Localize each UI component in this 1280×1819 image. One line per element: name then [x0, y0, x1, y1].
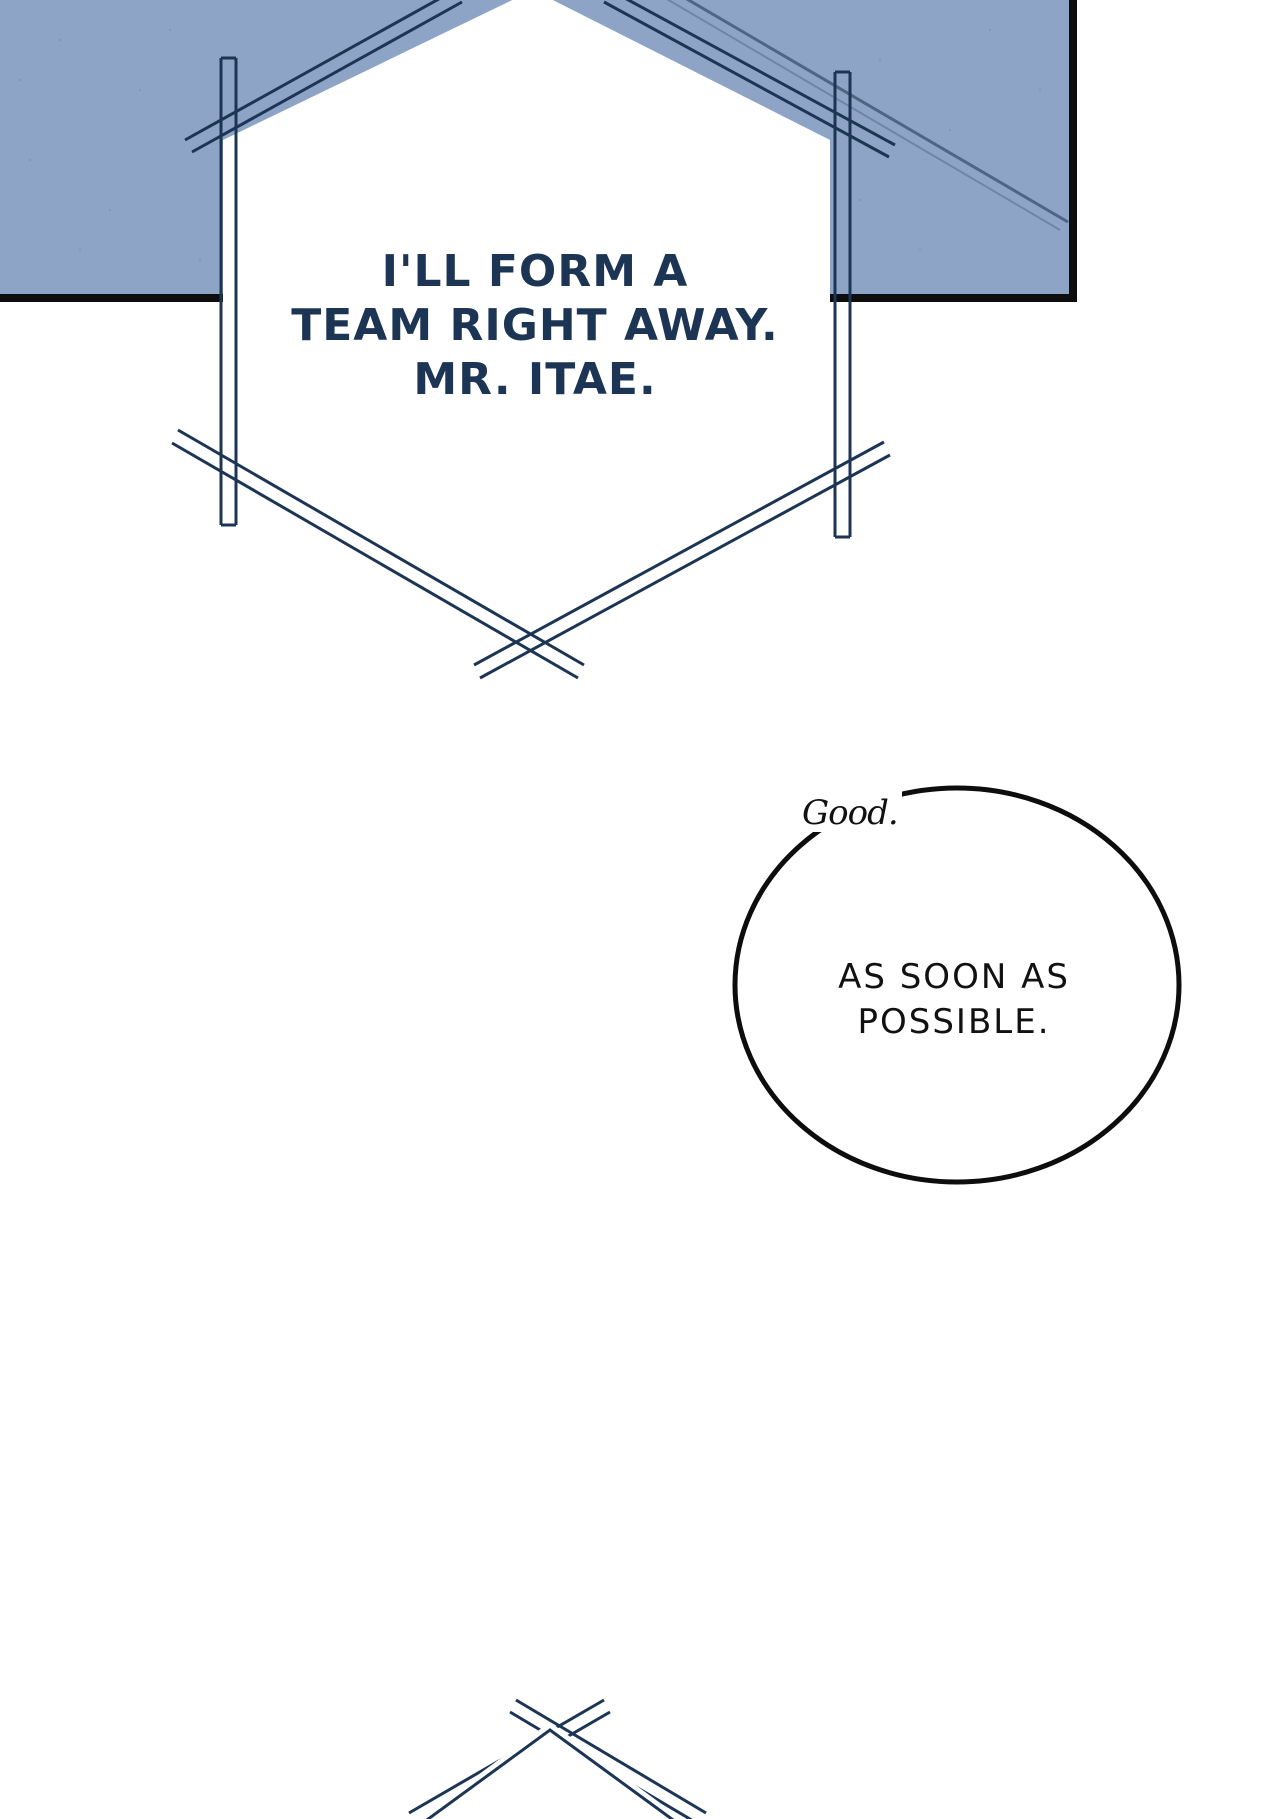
speech-line: AS SOON AS	[838, 957, 1070, 997]
caption-line: I'LL FORM A	[381, 246, 689, 297]
speech-bubble-outline	[732, 785, 1182, 1185]
caption-text: I'LL FORM A TEAM RIGHT AWAY. MR. ITAE.	[255, 245, 815, 407]
caption-box	[171, 0, 896, 680]
next-caption-box-top	[408, 1698, 707, 1819]
speech-bubble-text: AS SOON AS POSSIBLE.	[800, 955, 1108, 1045]
caption-line: MR. ITAE.	[413, 354, 657, 405]
caption-line: TEAM RIGHT AWAY.	[291, 300, 779, 351]
speech-line: POSSIBLE.	[857, 1002, 1051, 1042]
aside-backdrop	[800, 788, 902, 832]
aside-text: Good.	[802, 793, 899, 833]
